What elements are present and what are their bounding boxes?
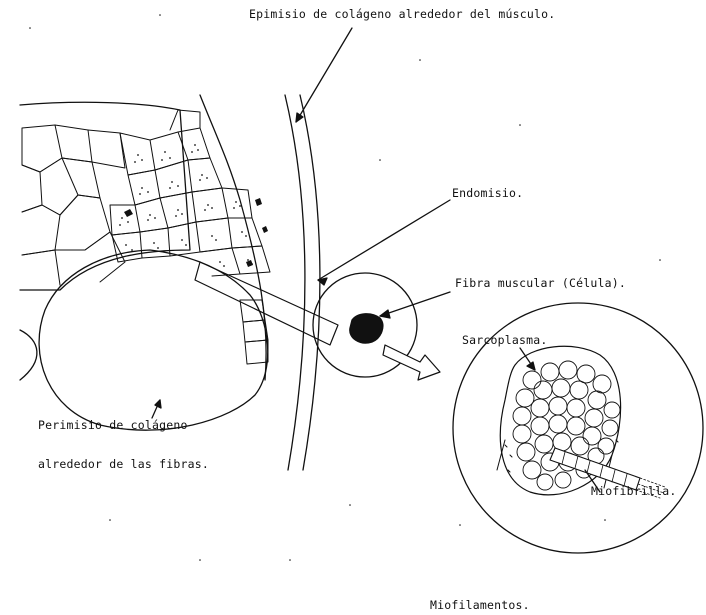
miofibrilla-label: Miofibrilla.	[591, 484, 676, 498]
sarcoplasma-arrowhead	[527, 362, 535, 370]
sarcoplasma-label: Sarcoplasma.	[462, 333, 547, 347]
perimisio-label-line2: alrededor de las fibras.	[38, 457, 209, 471]
epimysium-band-inner	[300, 95, 320, 470]
muscle-fiber-blob	[350, 314, 383, 343]
cluster-dark-marks	[124, 198, 268, 267]
fascicle-upper-left	[20, 102, 190, 290]
cluster-stipple	[119, 144, 253, 267]
perimisio-label-line1: Perimisio de colágeno	[38, 418, 188, 432]
epimysium-band-outer	[285, 95, 305, 470]
epimisio-arrowhead	[296, 113, 303, 122]
epimisio-label: Epimisio de colágeno alrededor del múscu…	[249, 7, 555, 21]
fascicle-left-edge	[20, 330, 37, 380]
endomisio-label: Endomisio.	[452, 186, 523, 200]
miofilamentos-label: Miofilamentos.	[430, 598, 530, 612]
fibra-label: Fibra muscular (Célula).	[455, 276, 626, 290]
perimisio-arrowhead	[155, 400, 161, 408]
muscle-region-outline	[200, 95, 266, 380]
fibra-arrowhead	[380, 310, 390, 318]
epimisio-leader	[296, 28, 352, 122]
zoom-arrow	[383, 345, 440, 380]
endomisio-leader	[318, 200, 450, 280]
epimysium-cell-column	[240, 300, 268, 364]
